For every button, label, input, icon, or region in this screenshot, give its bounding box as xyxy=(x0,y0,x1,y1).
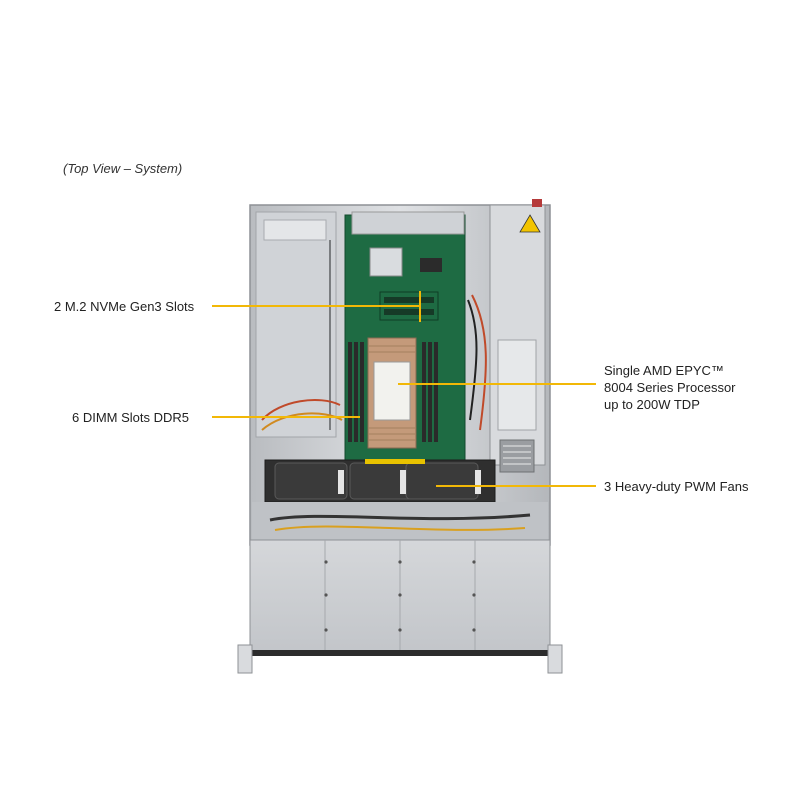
fan-1 xyxy=(274,462,348,500)
callout-dimm-slots: 6 DIMM Slots DDR5 xyxy=(72,410,190,425)
warning-icon xyxy=(519,214,541,233)
callout-m2-slots: 2 M.2 NVMe Gen3 Slots xyxy=(54,299,195,314)
front-drive-bays xyxy=(237,539,563,674)
dimm-slots-right xyxy=(422,342,438,442)
fan-3 xyxy=(405,462,479,500)
psu-latch xyxy=(532,199,542,207)
cables xyxy=(261,294,487,431)
callout-fans: 3 Heavy-duty PWM Fans xyxy=(604,479,749,494)
callout-processor: Single AMD EPYC™ 8004 Series Processor u… xyxy=(604,362,736,413)
backplane-area xyxy=(252,502,548,540)
cpu-heatsink xyxy=(367,337,417,449)
dimm-slots-left xyxy=(348,342,364,442)
rack-ear-left xyxy=(237,644,253,674)
rack-ear-right xyxy=(547,644,563,674)
motherboard xyxy=(344,211,466,461)
callout-processor-line-2: 8004 Series Processor xyxy=(604,380,736,395)
callout-processor-line-1: Single AMD EPYC™ xyxy=(604,363,724,378)
callout-processor-line-3: up to 200W TDP xyxy=(604,397,700,412)
bmc-heatsink xyxy=(369,247,403,277)
view-caption: (Top View – System) xyxy=(63,161,183,176)
power-supply xyxy=(489,199,546,473)
leader-lines xyxy=(212,291,596,487)
fan-bay xyxy=(264,459,496,503)
